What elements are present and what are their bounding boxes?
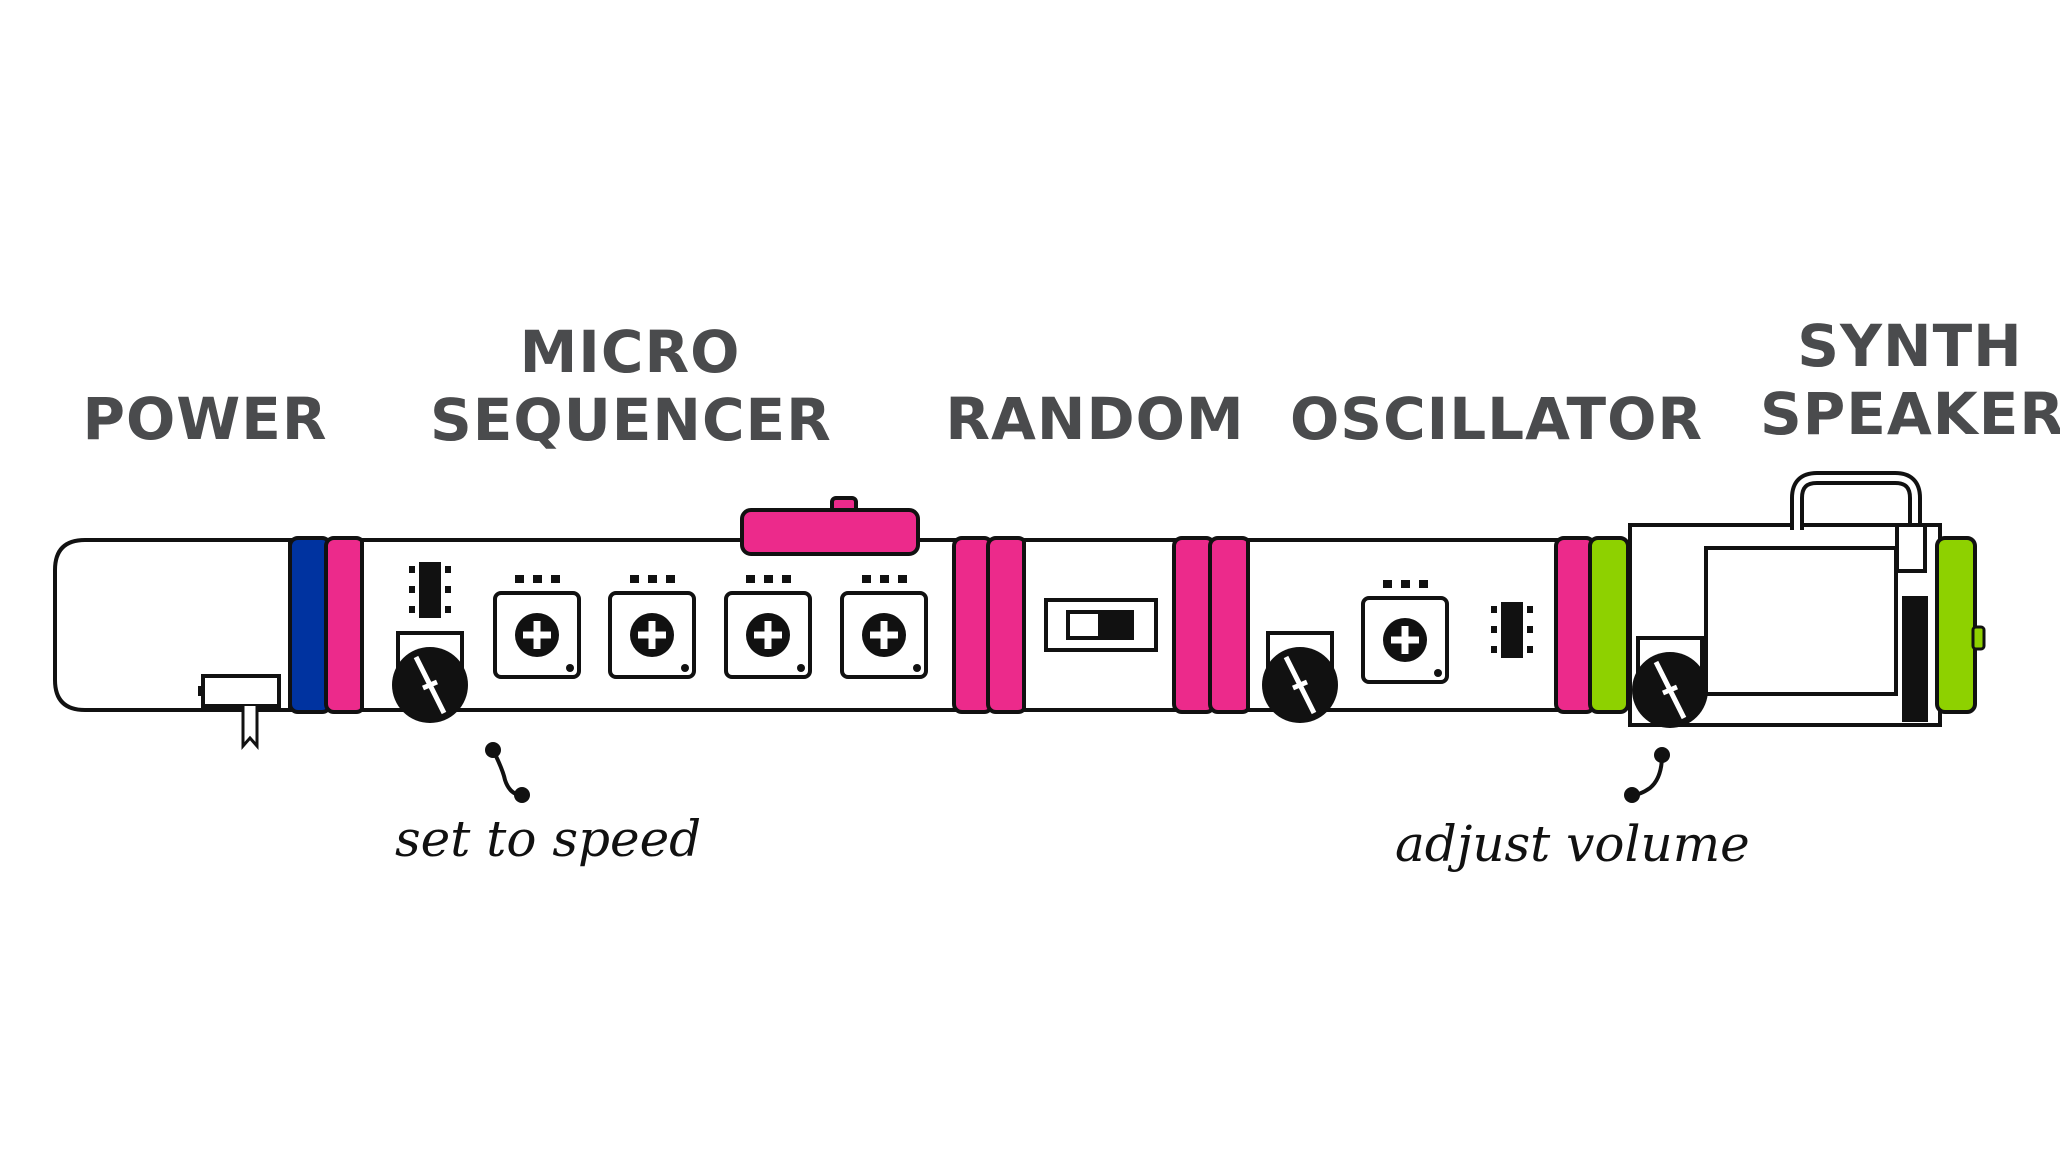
synth-speaker-label-line-1: SYNTH [1797,312,2023,380]
synth-speaker-label: SYNTH SPEAKER [1760,312,2060,448]
oscillator-label-line-1: OSCILLATOR [1290,385,1704,453]
random-label: RANDOM [930,385,1260,453]
output-connector-green-1 [1588,536,1630,714]
micro-sequencer-label: MICRO SEQUENCER [430,318,832,454]
bit-connector-2 [952,536,1028,714]
random-module [1022,538,1178,712]
power-module [53,538,292,750]
output-connector-green-2 [1935,536,1986,714]
micro-sequencer-module [360,496,958,723]
synth-speaker-label-line-2: SPEAKER [1760,380,2060,448]
bit-connector-1 [324,536,366,714]
speaker-cone [1704,546,1898,696]
volume-annotation: adjust volume [1395,815,1750,873]
micro-sequencer-label-line-1: MICRO [519,318,741,386]
speed-knob[interactable] [392,633,468,723]
oscillator-label: OSCILLATOR [1290,385,1704,453]
random-switch[interactable] [1044,598,1158,652]
sequencer-button[interactable] [740,496,920,556]
micro-sequencer-label-line-2: SEQUENCER [430,386,832,454]
speed-annotation: set to speed [395,810,702,868]
synth-speaker-module [1628,471,1942,728]
random-label-line-1: RANDOM [945,385,1245,453]
volume-knob[interactable] [1632,638,1708,728]
pitch-knob[interactable] [1262,633,1338,723]
speed-pointer [485,742,530,803]
volume-pointer [1624,747,1670,803]
bit-connector-3 [1172,536,1252,714]
power-label-line-1: POWER [82,385,328,453]
power-label: POWER [60,385,350,453]
oscillator-module [1246,538,1562,723]
